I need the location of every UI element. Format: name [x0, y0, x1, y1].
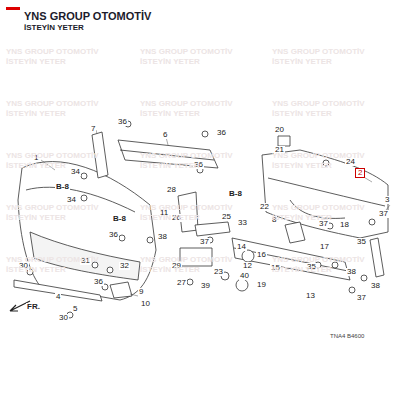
callout-ref: B-8: [112, 215, 127, 223]
watermark: YNS GROUP OTOMOTİV: [6, 152, 99, 160]
callout-number: 37: [378, 210, 389, 218]
watermark: YNS GROUP OTOMOTİV: [272, 152, 365, 160]
callout-number: 10: [140, 300, 151, 308]
watermark: YNS GROUP OTOMOTİV: [6, 48, 99, 56]
callout-number: 40: [239, 272, 250, 280]
callout-number: 38: [157, 233, 168, 241]
watermark: İSTEYİN YETER: [140, 110, 200, 118]
callout-number: 3: [384, 196, 390, 204]
watermark: YNS GROUP OTOMOTİV: [140, 100, 233, 108]
callout-number: 35: [356, 238, 367, 246]
watermark: İSTEYİN YETER: [140, 214, 200, 222]
callout-number: 5: [72, 305, 78, 313]
watermark: YNS GROUP OTOMOTİV: [272, 100, 365, 108]
watermark: YNS GROUP OTOMOTİV: [140, 204, 233, 212]
watermark: İSTEYİN YETER: [6, 214, 66, 222]
callout-number: 32: [119, 262, 130, 270]
callout-number: 30: [58, 314, 69, 322]
callout-number: 17: [319, 243, 330, 251]
watermark: YNS GROUP OTOMOTİV: [6, 100, 99, 108]
watermark: İSTEYİN YETER: [272, 214, 332, 222]
callout-number: 34: [66, 196, 77, 204]
watermark: İSTEYİN YETER: [140, 58, 200, 66]
watermark: İSTEYİN YETER: [6, 266, 66, 274]
callout-number: 34: [70, 168, 81, 176]
brand-slogan: İSTEYİN YETER: [24, 24, 84, 32]
callout-number: 36: [117, 118, 128, 126]
callout-ref: B-8: [55, 183, 70, 191]
watermark: YNS GROUP OTOMOTİV: [272, 48, 365, 56]
watermark: İSTEYİN YETER: [140, 162, 200, 170]
watermark: YNS GROUP OTOMOTİV: [272, 204, 365, 212]
callout-number: 38: [346, 268, 357, 276]
watermark: YNS GROUP OTOMOTİV: [140, 152, 233, 160]
callout-number: 12: [242, 262, 253, 270]
callout-number: 38: [370, 282, 381, 290]
callout-number: 36: [216, 129, 227, 137]
callout-number: 39: [200, 282, 211, 290]
watermark: İSTEYİN YETER: [272, 162, 332, 170]
callout-number: 25: [221, 213, 232, 221]
watermark: İSTEYİN YETER: [6, 58, 66, 66]
callout-number: 6: [162, 131, 168, 139]
watermark: YNS GROUP OTOMOTİV: [140, 48, 233, 56]
diagram-code: TNA4 B4600: [330, 333, 364, 339]
callout-number: 33: [237, 219, 248, 227]
watermark: İSTEYİN YETER: [140, 266, 200, 274]
callout-number: 37: [199, 238, 210, 246]
watermark: İSTEYİN YETER: [6, 162, 66, 170]
callout-ref: B-8: [228, 190, 243, 198]
watermark: İSTEYİN YETER: [272, 110, 332, 118]
callout-number: 14: [236, 243, 247, 251]
callout-number: 37: [356, 294, 367, 302]
callout-number: 28: [166, 186, 177, 194]
watermark: İSTEYİN YETER: [6, 110, 66, 118]
callout-number: 22: [259, 203, 270, 211]
callout-number: 9: [138, 288, 144, 296]
callout-number: 20: [274, 126, 285, 134]
callout-number: 16: [256, 251, 267, 259]
callout-number: 36: [93, 278, 104, 286]
watermark: YNS GROUP OTOMOTİV: [140, 256, 233, 264]
callout-number: 36: [108, 231, 119, 239]
watermark: YNS GROUP OTOMOTİV: [272, 256, 365, 264]
watermark: İSTEYİN YETER: [272, 58, 332, 66]
callout-number: 23: [213, 268, 224, 276]
direction-label: FR.: [26, 303, 41, 311]
watermark: YNS GROUP OTOMOTİV: [6, 204, 99, 212]
callout-number: 19: [256, 281, 267, 289]
watermark: YNS GROUP OTOMOTİV: [6, 256, 99, 264]
callout-number: 7: [90, 125, 96, 133]
callout-number: 18: [339, 221, 350, 229]
callout-number: 27: [176, 279, 187, 287]
brand-title: YNS GROUP OTOMOTİV: [24, 11, 151, 22]
callout-number: 4: [55, 293, 61, 301]
callout-number-highlight: 2: [355, 168, 365, 178]
watermark: İSTEYİN YETER: [272, 266, 332, 274]
callout-number: 13: [305, 292, 316, 300]
